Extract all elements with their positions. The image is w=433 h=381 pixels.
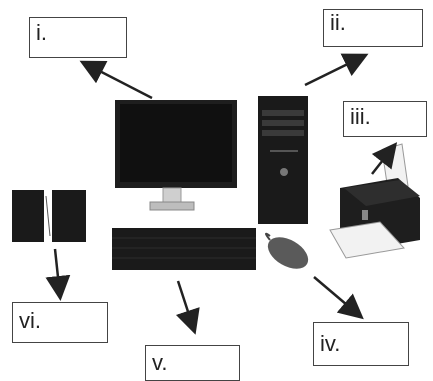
monitor-icon bbox=[115, 100, 237, 211]
system-unit-icon bbox=[258, 96, 308, 224]
speakers-icon bbox=[12, 190, 86, 242]
keyboard-icon bbox=[112, 228, 256, 270]
arrow-vi bbox=[45, 248, 71, 301]
label-text-iv: iv. bbox=[320, 331, 341, 356]
arrow-iv bbox=[313, 276, 364, 320]
label-text-i: i. bbox=[36, 20, 47, 45]
label-text-v: v. bbox=[152, 350, 168, 375]
printer-icon bbox=[329, 143, 420, 259]
label-box-ii[interactable]: ii. bbox=[323, 9, 423, 47]
arrow-v bbox=[175, 280, 200, 335]
label-box-iv[interactable]: iv. bbox=[313, 322, 409, 366]
label-box-i[interactable]: i. bbox=[29, 17, 127, 58]
label-box-vi[interactable]: vi. bbox=[12, 302, 108, 343]
label-box-v[interactable]: v. bbox=[145, 345, 240, 381]
arrow-iii bbox=[371, 142, 398, 175]
arrow-i bbox=[79, 60, 153, 100]
label-text-vi: vi. bbox=[19, 308, 41, 333]
label-text-ii: ii. bbox=[330, 10, 346, 35]
mouse-icon bbox=[265, 232, 309, 269]
arrow-ii bbox=[304, 53, 369, 87]
label-box-iii[interactable]: iii. bbox=[343, 101, 427, 137]
label-text-iii: iii. bbox=[350, 104, 371, 129]
